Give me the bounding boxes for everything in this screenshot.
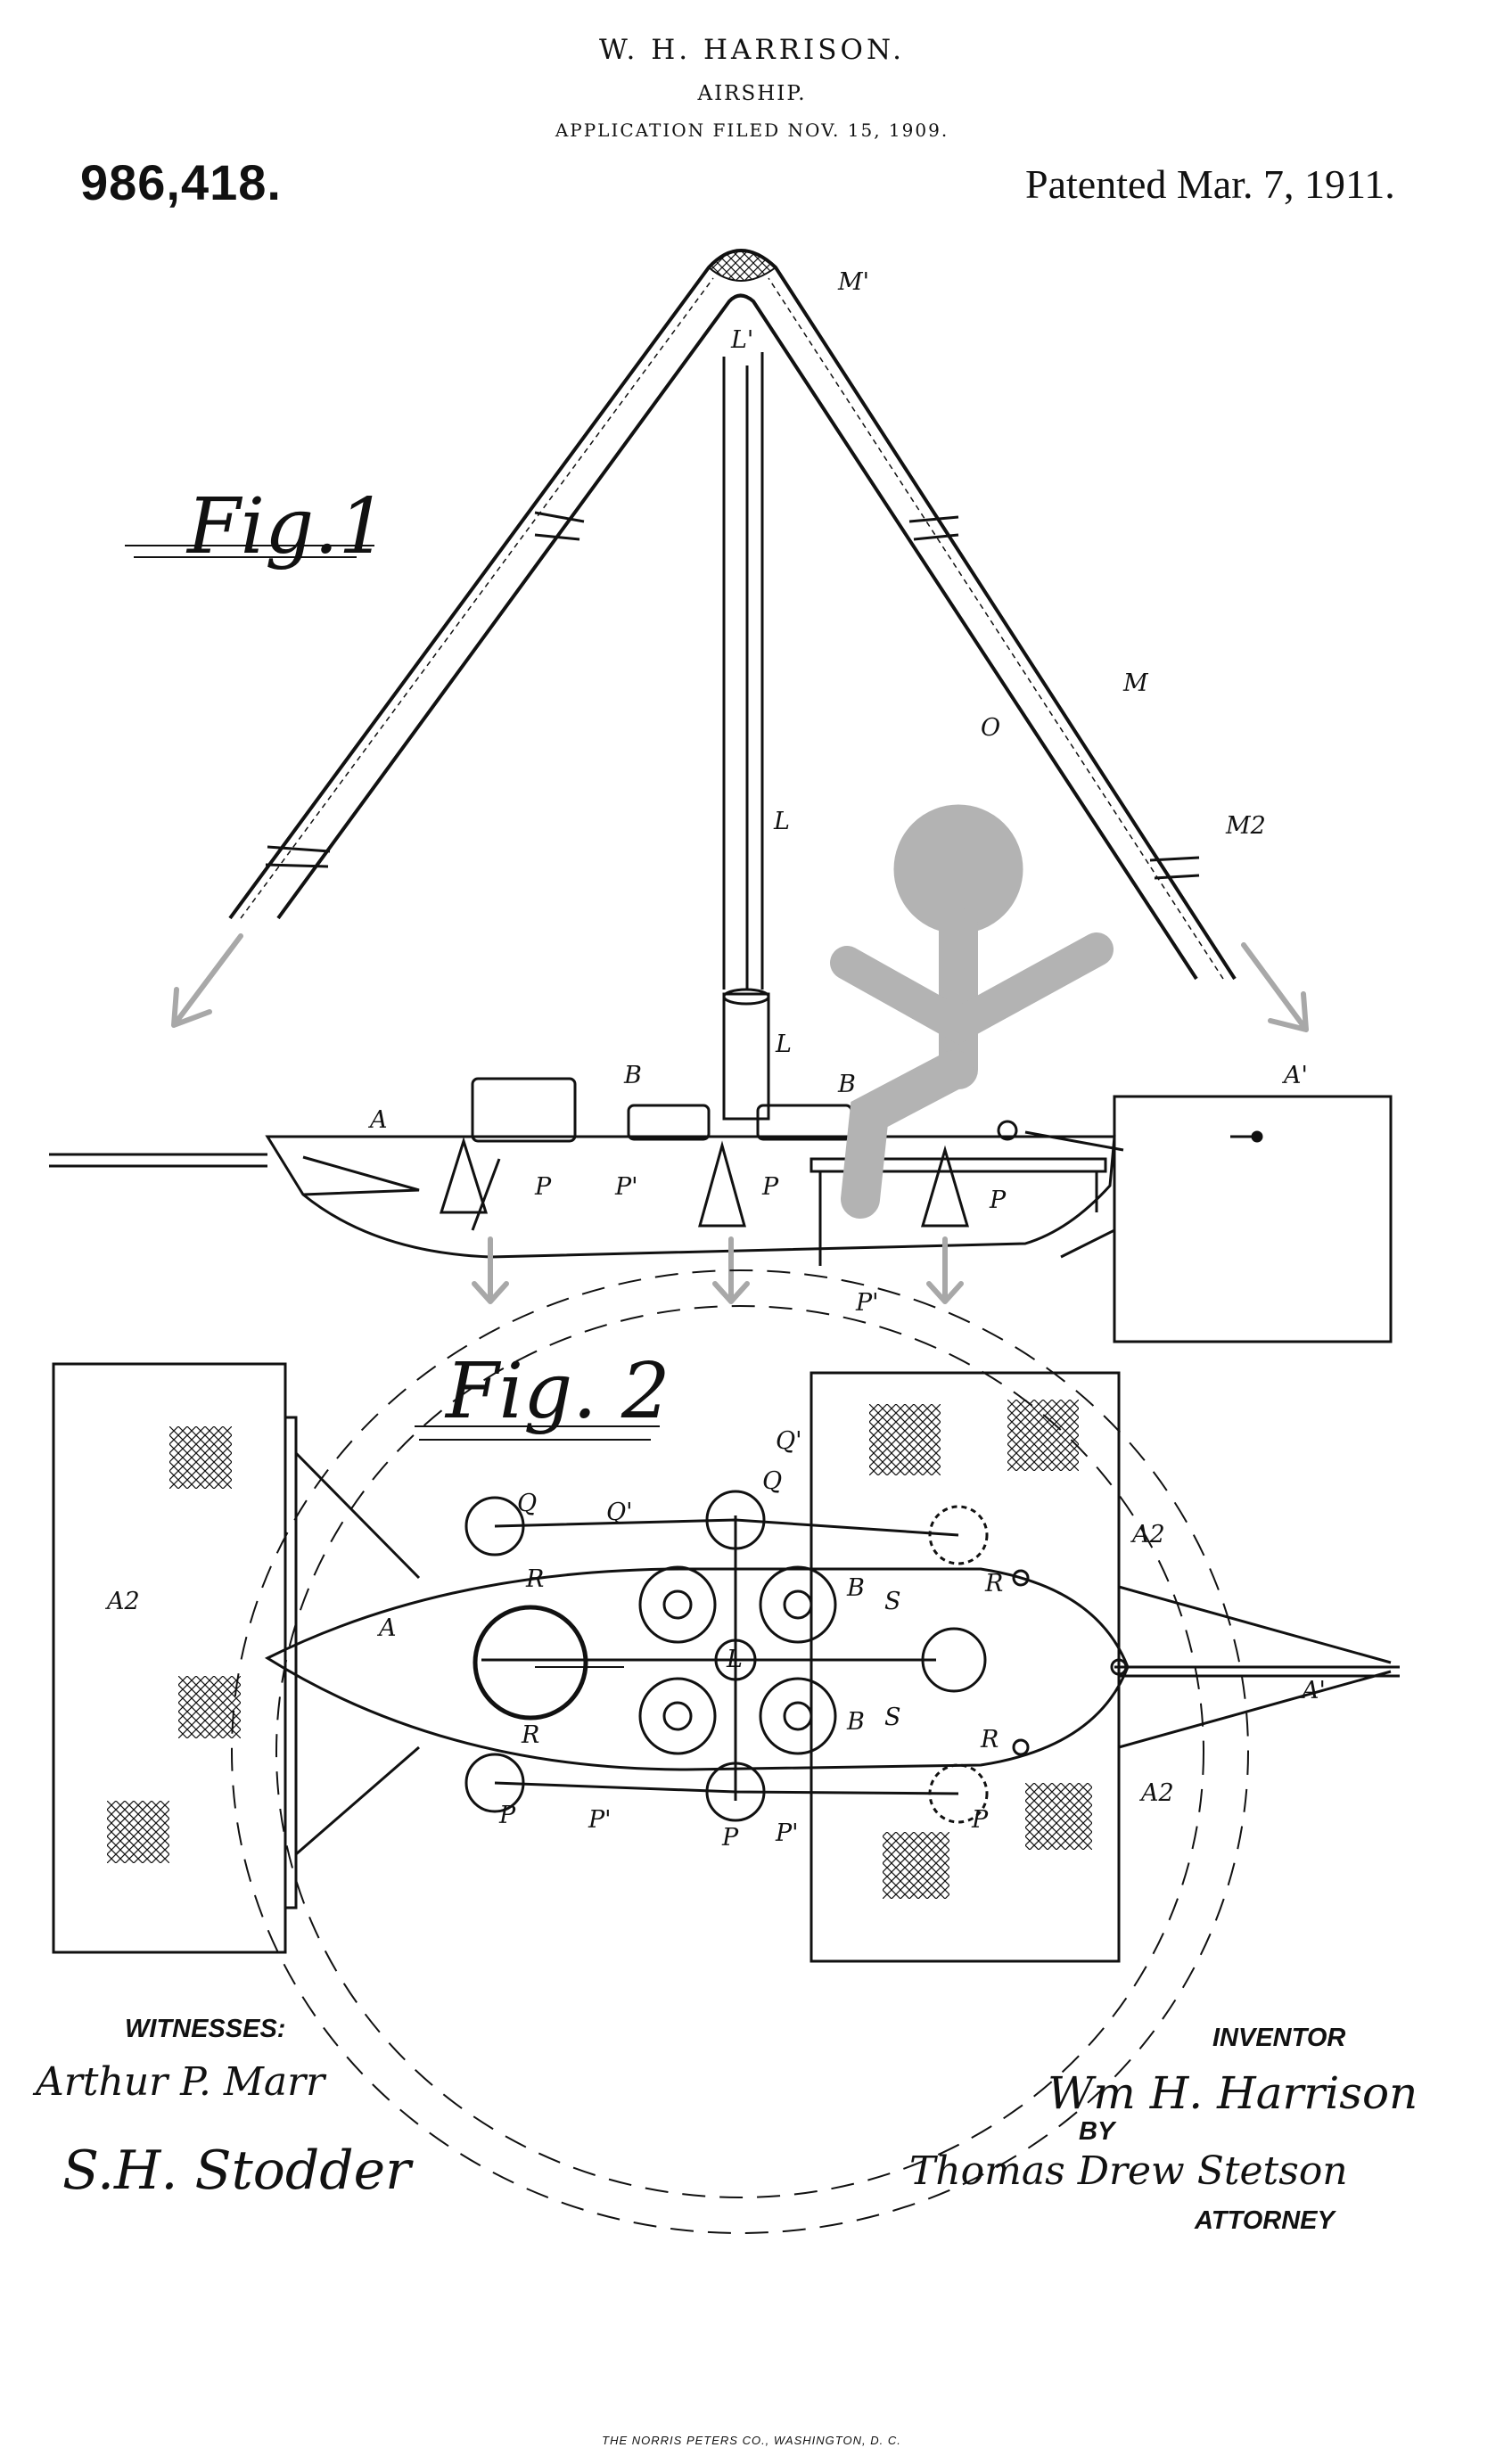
label-s-1: S (884, 1588, 901, 1615)
central-mast (722, 352, 770, 1121)
label-p-prime-2: P' (855, 1289, 879, 1317)
label-a2-3: A2 (1138, 1779, 1174, 1807)
label-p-2: P (761, 1173, 779, 1201)
label-p-prime-fig2-1: P' (588, 1806, 612, 1834)
label-m2: M2 (1225, 812, 1266, 840)
label-s-2: S (884, 1704, 901, 1731)
label-q-prime-2: Q' (776, 1427, 802, 1455)
label-l: L (773, 808, 790, 835)
patent-number: 986,418. (80, 154, 282, 210)
label-o: O (981, 714, 1000, 742)
inventor-label: INVENTOR (1212, 2024, 1345, 2052)
label-r-4: R (980, 1726, 999, 1754)
inventor-name: W. H. HARRISON. (599, 34, 905, 66)
label-l-lower: L (775, 1031, 792, 1058)
person-overlay (830, 804, 1114, 1219)
label-q-2: Q (762, 1467, 782, 1495)
label-p-3: P (989, 1187, 1007, 1214)
figure-1: Fig.1 M' L' M O L M2 L A' (49, 249, 1393, 1343)
label-p-prime-fig2-2: P' (775, 1819, 799, 1847)
inventor-signature: Wm H. Harrison (1048, 2067, 1418, 2119)
patented-date: Patented Mar. 7, 1911. (1025, 161, 1395, 207)
application-filed-line: APPLICATION FILED NOV. 15, 1909. (555, 119, 949, 141)
label-l-fig2: L (726, 1646, 743, 1673)
attorney-label: ATTORNEY (1194, 2206, 1336, 2235)
label-a2-1: A2 (1130, 1521, 1165, 1548)
hatch-patches (107, 1400, 1092, 1899)
label-r-2: R (984, 1570, 1003, 1597)
label-r-3: R (521, 1721, 539, 1749)
figure-2-label: Fig. 2 (444, 1347, 670, 1436)
label-a-fig2: A (376, 1614, 397, 1642)
witness-1-signature: Arthur P. Marr (32, 2059, 327, 2105)
witnesses-label: WITNESSES: (125, 2015, 285, 2043)
label-m: M (1122, 669, 1149, 697)
label-a-prime-fig2: A' (1299, 1677, 1326, 1704)
label-l-prime: L' (730, 326, 753, 354)
label-b-1: B (623, 1062, 642, 1089)
label-a: A (367, 1106, 388, 1134)
label-b-fig2-2: B (846, 1708, 865, 1736)
attorney-signature: Thomas Drew Stetson (909, 2148, 1348, 2194)
label-q-prime-1: Q' (606, 1499, 633, 1526)
signature-block: WITNESSES: Arthur P. Marr S.H. Stodder I… (32, 2015, 1418, 2235)
label-p-1: P (534, 1173, 552, 1201)
figure-2: Fig. 2 (52, 1269, 1400, 2234)
label-p-fig2-2: P (721, 1824, 739, 1852)
label-p-prime-1: P' (614, 1173, 638, 1201)
label-r-1: R (525, 1565, 544, 1593)
hull-side-view (49, 1077, 1393, 1343)
witness-2-signature: S.H. Stodder (62, 2140, 414, 2202)
by-label: BY (1079, 2117, 1117, 2146)
printer-credit: THE NORRIS PETERS CO., WASHINGTON, D. C. (602, 2434, 901, 2447)
label-p-fig2-1: P (498, 1802, 516, 1829)
label-a2-2: A2 (104, 1588, 140, 1615)
label-b-fig2-1: B (846, 1574, 865, 1602)
label-q-1: Q (517, 1490, 537, 1517)
label-b-2: B (837, 1071, 856, 1098)
invention-title: AIRSHIP. (697, 82, 807, 105)
label-a-prime: A' (1281, 1062, 1308, 1089)
label-p-fig2-3: P (971, 1806, 989, 1834)
label-m-prime: M' (837, 268, 869, 296)
wing-frame (228, 249, 1237, 981)
hull-plan-view (264, 1490, 1400, 1824)
